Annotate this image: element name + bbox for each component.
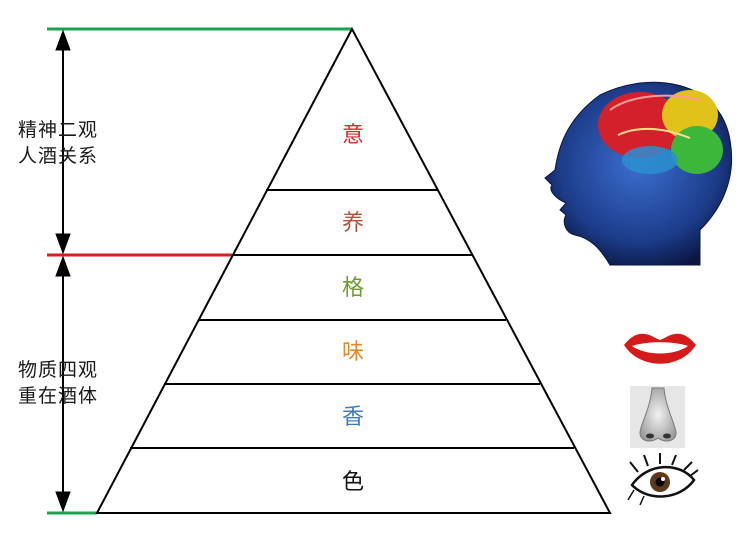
upper-range-arrow	[55, 29, 71, 255]
eye-icon	[627, 453, 699, 506]
lower-label-line-1: 物质四观	[18, 359, 99, 381]
upper-side-label: 精神二观 人酒关系	[18, 117, 98, 169]
pyramid-outline	[95, 26, 612, 514]
level-label-wei: 味	[342, 340, 364, 365]
upper-label-line-1: 精神二观	[18, 119, 99, 141]
level-label-yang: 养	[342, 211, 364, 236]
nose-icon	[630, 386, 685, 448]
brain-head-icon	[544, 81, 733, 266]
lower-side-label: 物质四观 重在酒体	[18, 357, 98, 409]
level-label-se: 色	[342, 470, 364, 495]
level-label-ge: 格	[342, 276, 364, 301]
lips-icon	[624, 333, 696, 364]
lower-range-arrow	[55, 255, 71, 513]
upper-label-line-2: 人酒关系	[18, 145, 99, 167]
level-label-xiang: 香	[342, 405, 364, 430]
level-label-yi: 意	[342, 123, 364, 148]
lower-label-line-2: 重在酒体	[18, 385, 99, 407]
